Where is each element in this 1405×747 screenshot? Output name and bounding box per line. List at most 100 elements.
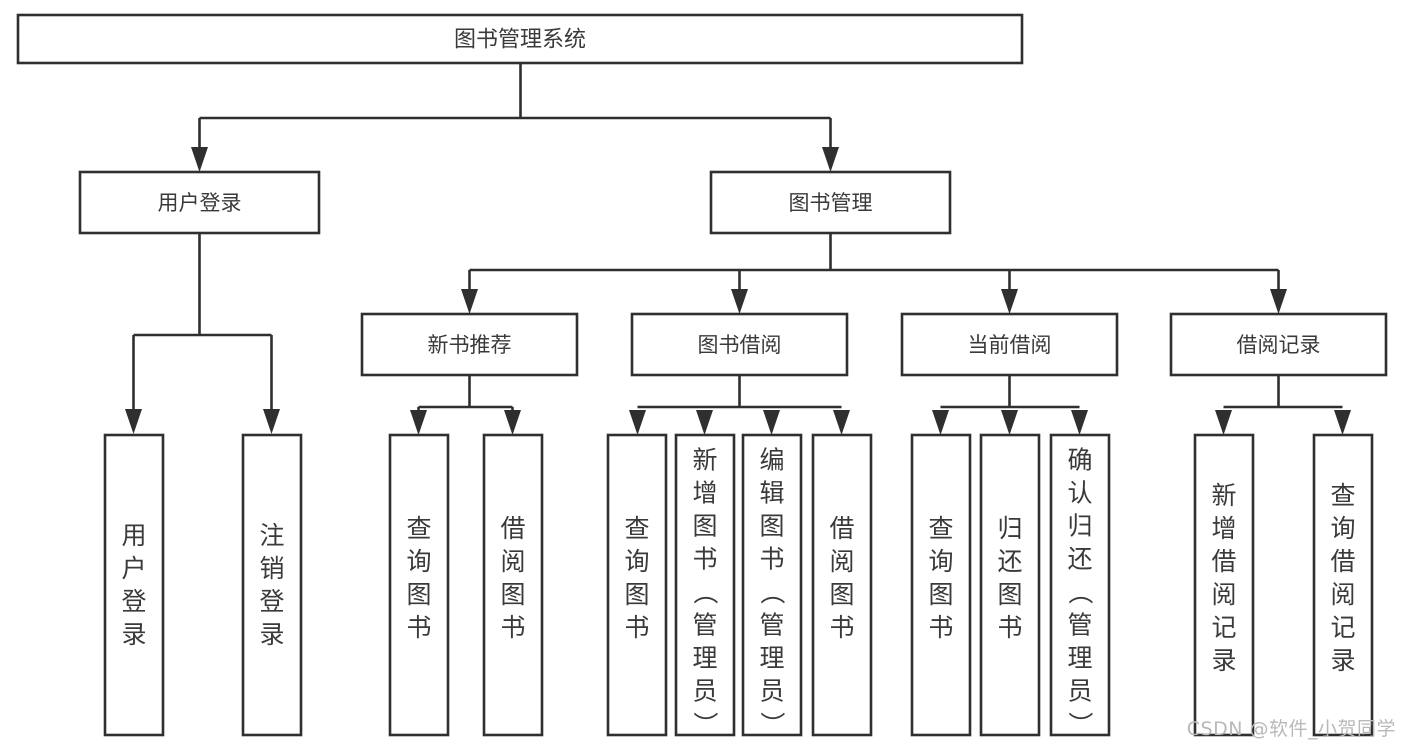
leaf-label-char: 理 bbox=[692, 644, 717, 673]
arrow-root-to-book-manage bbox=[822, 147, 839, 172]
leaf-box bbox=[482, 433, 544, 737]
leaf-label-char: 录 bbox=[121, 620, 146, 649]
leaf-label-char: 询 bbox=[928, 547, 953, 576]
node-user-login-box bbox=[78, 170, 321, 235]
leaf-box bbox=[979, 433, 1041, 737]
node-current-borrow[interactable]: 当前借阅 bbox=[900, 312, 1119, 377]
leaf-label-char: 归 bbox=[1067, 512, 1092, 541]
leaf-label: 用户登录 bbox=[121, 521, 146, 649]
leaf-label-char: 图 bbox=[997, 580, 1022, 609]
arrow-to-current-borrow bbox=[1001, 289, 1018, 314]
leaf-label-char: 查 bbox=[928, 514, 953, 543]
leaf-label-char: （ bbox=[691, 579, 720, 604]
arrow-to-new-book-recommend bbox=[461, 289, 478, 314]
arrow-to-borrow-record bbox=[1270, 289, 1287, 314]
leaf-label-char: 还 bbox=[997, 547, 1022, 576]
leaf-label-char: 增 bbox=[692, 479, 717, 508]
leaf-label-char: 阅 bbox=[1211, 580, 1236, 609]
leaf-label-char: 员 bbox=[1067, 677, 1092, 706]
node-user-login[interactable]: 用户登录 bbox=[78, 170, 321, 235]
leaf-label-char: 新 bbox=[1211, 481, 1236, 510]
node-root[interactable]: 图书管理系统 bbox=[16, 13, 1024, 65]
leaf-label-char: 图 bbox=[692, 512, 717, 541]
leaf-label-char: 登 bbox=[259, 587, 284, 616]
leaf-box bbox=[1049, 433, 1111, 737]
leaf-label-char: 借 bbox=[1330, 547, 1355, 576]
leaf-label-char: 书 bbox=[406, 613, 431, 642]
node-borrow-record[interactable]: 借阅记录 bbox=[1169, 312, 1388, 377]
arrow-book-borrow-leaf-2 bbox=[696, 410, 713, 435]
node-book-manage-label: 图书管理 bbox=[789, 191, 873, 215]
node-borrow-record-label: 借阅记录 bbox=[1237, 333, 1321, 357]
leaf-label-char: 查 bbox=[406, 514, 431, 543]
leaf-label-char: 图 bbox=[624, 580, 649, 609]
node-root-box bbox=[16, 13, 1024, 65]
connector-layer bbox=[125, 63, 1351, 435]
arrow-book-borrow-leaf-4 bbox=[833, 410, 850, 435]
leaf-label-char: 增 bbox=[1211, 514, 1236, 543]
leaf-label-char: 录 bbox=[259, 620, 284, 649]
leaf-label-char: 户 bbox=[121, 554, 146, 583]
arrow-current-borrow-leaf-3 bbox=[1071, 410, 1088, 435]
leaf-label-char: 阅 bbox=[500, 547, 525, 576]
arrow-book-borrow-leaf-3 bbox=[763, 410, 780, 435]
leaf-label-char: 归 bbox=[997, 514, 1022, 543]
leaf-label-char: 查 bbox=[1330, 481, 1355, 510]
leaf-label-char: 书 bbox=[928, 613, 953, 642]
leaf-label-char: 询 bbox=[406, 547, 431, 576]
leaf-box bbox=[811, 433, 873, 737]
leaf-label-char: 询 bbox=[1330, 514, 1355, 543]
arrow-book-borrow-leaf-1 bbox=[629, 410, 646, 435]
leaf-label-char: 图 bbox=[500, 580, 525, 609]
leaf-box bbox=[103, 433, 165, 737]
arrow-root-to-user-login bbox=[191, 147, 208, 172]
leaf-label-char: 借 bbox=[500, 514, 525, 543]
arrow-borrow-record-leaf-1 bbox=[1215, 410, 1232, 435]
leaf-label-char: ） bbox=[1066, 711, 1095, 736]
leaf-label-char: 辑 bbox=[759, 479, 784, 508]
leaf-label-char: 图 bbox=[829, 580, 854, 609]
leaf-user-login-1[interactable]: 用户登录 bbox=[103, 433, 165, 737]
node-book-borrow[interactable]: 图书借阅 bbox=[630, 312, 849, 377]
leaf-label-char: 阅 bbox=[1330, 580, 1355, 609]
leaf-label-char: 管 bbox=[1067, 611, 1092, 640]
leaf-label-char: 管 bbox=[759, 611, 784, 640]
leaf-label-char: 确 bbox=[1067, 446, 1092, 475]
leaf-label-char: 员 bbox=[692, 677, 717, 706]
arrow-to-book-borrow bbox=[731, 289, 748, 314]
leaf-label-char: 登 bbox=[121, 587, 146, 616]
leaf-label-char: 管 bbox=[692, 611, 717, 640]
leaf-label-char: 阅 bbox=[829, 547, 854, 576]
leaf-box bbox=[1193, 433, 1255, 737]
leaf-label-char: 图 bbox=[928, 580, 953, 609]
leaf-label-char: 书 bbox=[692, 545, 717, 574]
watermark-text: CSDN @软件_小贺同学 bbox=[1186, 718, 1396, 740]
node-book-manage[interactable]: 图书管理 bbox=[709, 170, 952, 235]
arrow-user-login-leaf-2 bbox=[263, 409, 280, 434]
leaf-box bbox=[388, 433, 450, 737]
node-new-book-recommend[interactable]: 新书推荐 bbox=[360, 312, 579, 377]
leaf-label-char: 记 bbox=[1330, 613, 1355, 642]
